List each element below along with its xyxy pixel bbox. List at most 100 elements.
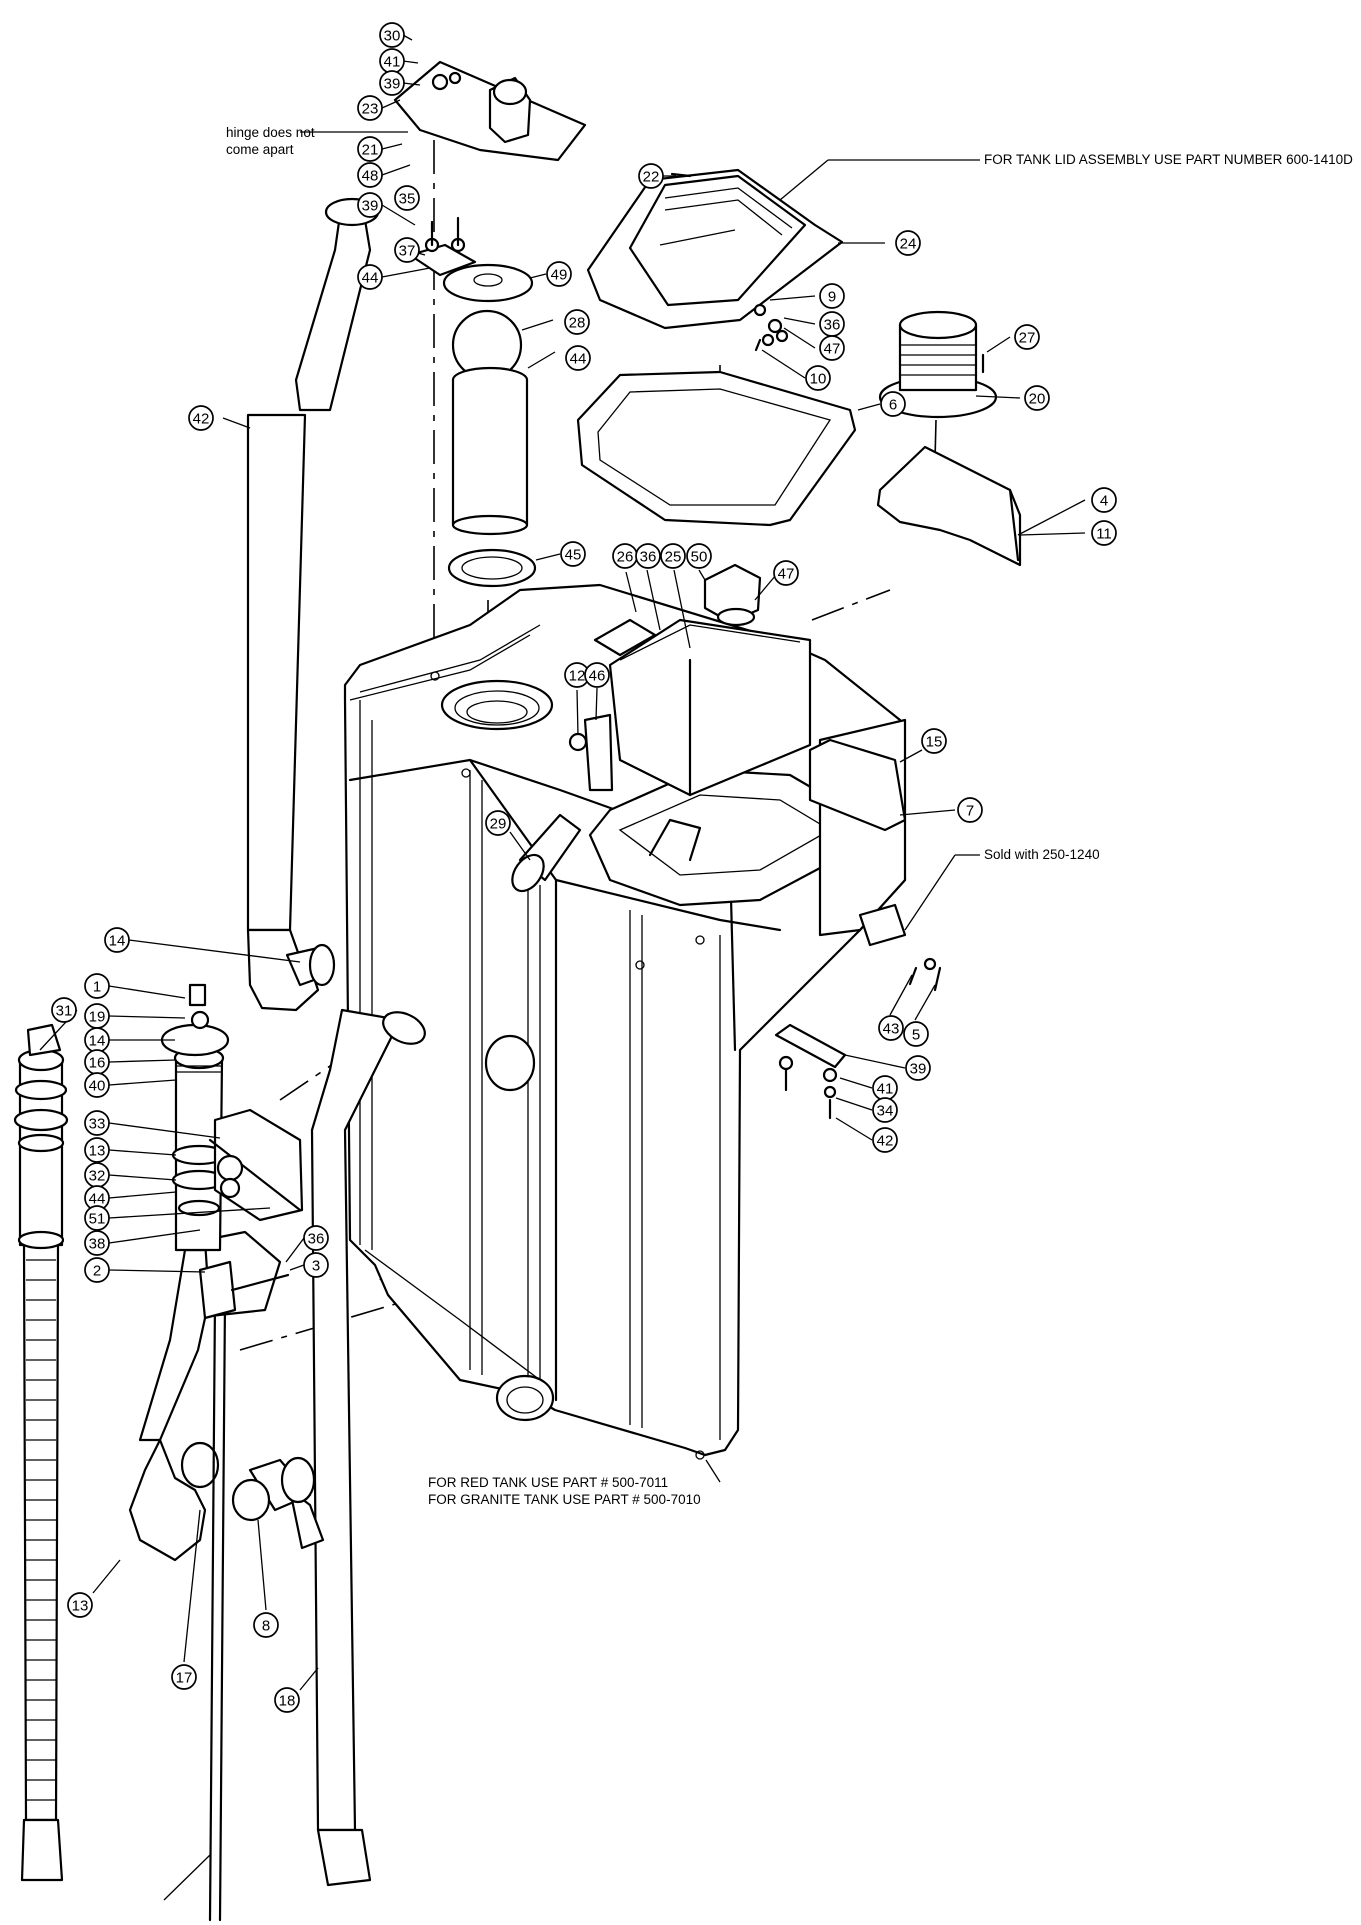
- callout-label: 14: [109, 933, 126, 950]
- callout-circle: [67, 1592, 93, 1618]
- callout-label: 39: [910, 1061, 927, 1078]
- callout-27: 27: [1014, 324, 1040, 350]
- callout-41: 41: [872, 1075, 898, 1101]
- callout-47: 47: [773, 560, 799, 586]
- callout-label: 32: [89, 1168, 106, 1185]
- callout-circle: [880, 391, 906, 417]
- callout-label: 12: [569, 668, 586, 685]
- callout-circle: [565, 345, 591, 371]
- callout-38: 38: [84, 1230, 110, 1256]
- callout-label: 36: [308, 1231, 325, 1248]
- callout-39: 39: [905, 1055, 931, 1081]
- callout-label: 3: [312, 1258, 320, 1275]
- callout-42: 42: [188, 405, 214, 431]
- callout-circle: [686, 543, 712, 569]
- callout-label: 10: [810, 371, 827, 388]
- inlet-cap-27: [878, 310, 998, 419]
- callout-14: 14: [104, 927, 130, 953]
- bracket-42-left: [208, 1108, 304, 1222]
- hinge-note-line-1: hinge does not: [226, 125, 315, 140]
- callout-34: 34: [872, 1097, 898, 1123]
- callout-circle: [104, 927, 130, 953]
- callout-circle: [274, 1687, 300, 1713]
- callout-circle: [1024, 385, 1050, 411]
- recovery-tank: [343, 583, 907, 1460]
- callout-label: 50: [691, 549, 708, 566]
- callout-circle: [903, 1021, 929, 1047]
- callout-bubbles: 3041392321483539374422244993647102844272…: [51, 22, 1117, 1713]
- callout-label: 21: [362, 142, 379, 159]
- callout-circle: [805, 365, 831, 391]
- callout-circle: [303, 1225, 329, 1251]
- callout-label: 24: [900, 236, 917, 253]
- callout-label: 45: [565, 547, 582, 564]
- callout-17: 17: [171, 1664, 197, 1690]
- granite-tank-note: FOR GRANITE TANK USE PART # 500-7010: [428, 1492, 701, 1507]
- callout-circle: [357, 95, 383, 121]
- callout-label: 8: [262, 1618, 270, 1635]
- callout-label: 20: [1029, 391, 1046, 408]
- callout-label: 46: [589, 668, 606, 685]
- callout-37: 37: [394, 237, 420, 263]
- callout-label: 33: [89, 1116, 106, 1133]
- callout-circle: [1091, 487, 1117, 513]
- callout-21: 21: [357, 136, 383, 162]
- callout-8: 8: [253, 1612, 279, 1638]
- callout-circle: [1091, 520, 1117, 546]
- callout-label: 40: [89, 1078, 106, 1095]
- callout-label: 31: [56, 1003, 73, 1020]
- callout-label: 37: [399, 243, 416, 260]
- hinge-note-line-2: come apart: [226, 142, 294, 157]
- hose-6: [246, 197, 380, 1012]
- callout-circle: [957, 797, 983, 823]
- callout-label: 29: [490, 816, 507, 833]
- callout-label: 51: [89, 1211, 106, 1228]
- callout-11: 11: [1091, 520, 1117, 546]
- centerline-switchbox: [811, 589, 891, 621]
- sold-with-note: Sold with 250-1240: [984, 847, 1100, 862]
- callout-label: 1: [93, 979, 101, 996]
- callout-label: 44: [89, 1191, 106, 1208]
- callout-46: 46: [584, 662, 610, 688]
- callout-15: 15: [921, 728, 947, 754]
- callout-44: 44: [357, 264, 383, 290]
- callout-circle: [546, 261, 572, 287]
- callout-28: 28: [564, 309, 590, 335]
- callout-35: 35: [394, 185, 420, 211]
- bracket-42-4: [876, 445, 1022, 567]
- callout-label: 13: [72, 1598, 89, 1615]
- callout-51: 51: [84, 1205, 110, 1231]
- switch-box-26: [568, 563, 812, 797]
- callout-9: 9: [819, 283, 845, 309]
- callout-label: 22: [643, 169, 660, 186]
- callout-label: 30: [384, 28, 401, 45]
- callout-label: 2: [93, 1263, 101, 1280]
- callout-circle: [357, 162, 383, 188]
- callout-18: 18: [274, 1687, 300, 1713]
- callout-circle: [921, 728, 947, 754]
- callout-36: 36: [303, 1225, 329, 1251]
- drain-fitting-2: [231, 1456, 325, 1550]
- callout-36: 36: [635, 543, 661, 569]
- callout-label: 16: [89, 1055, 106, 1072]
- callout-33: 33: [84, 1110, 110, 1136]
- callout-circle: [773, 560, 799, 586]
- callout-39: 39: [379, 70, 405, 96]
- callout-13: 13: [84, 1137, 110, 1163]
- callout-circle: [253, 1612, 279, 1638]
- callout-label: 36: [640, 549, 657, 566]
- callout-label: 7: [966, 803, 974, 820]
- callout-label: 38: [89, 1236, 106, 1253]
- callout-label: 48: [362, 168, 379, 185]
- callout-31: 31: [51, 997, 77, 1023]
- callout-circle: [84, 1257, 110, 1283]
- callout-19: 19: [84, 1003, 110, 1029]
- callout-circle: [379, 70, 405, 96]
- callout-label: 5: [912, 1027, 920, 1044]
- callout-circle: [357, 264, 383, 290]
- callout-29: 29: [485, 810, 511, 836]
- callout-13: 13: [67, 1592, 93, 1618]
- callout-1: 1: [84, 973, 110, 999]
- callout-label: 42: [877, 1133, 894, 1150]
- callout-circle: [51, 997, 77, 1023]
